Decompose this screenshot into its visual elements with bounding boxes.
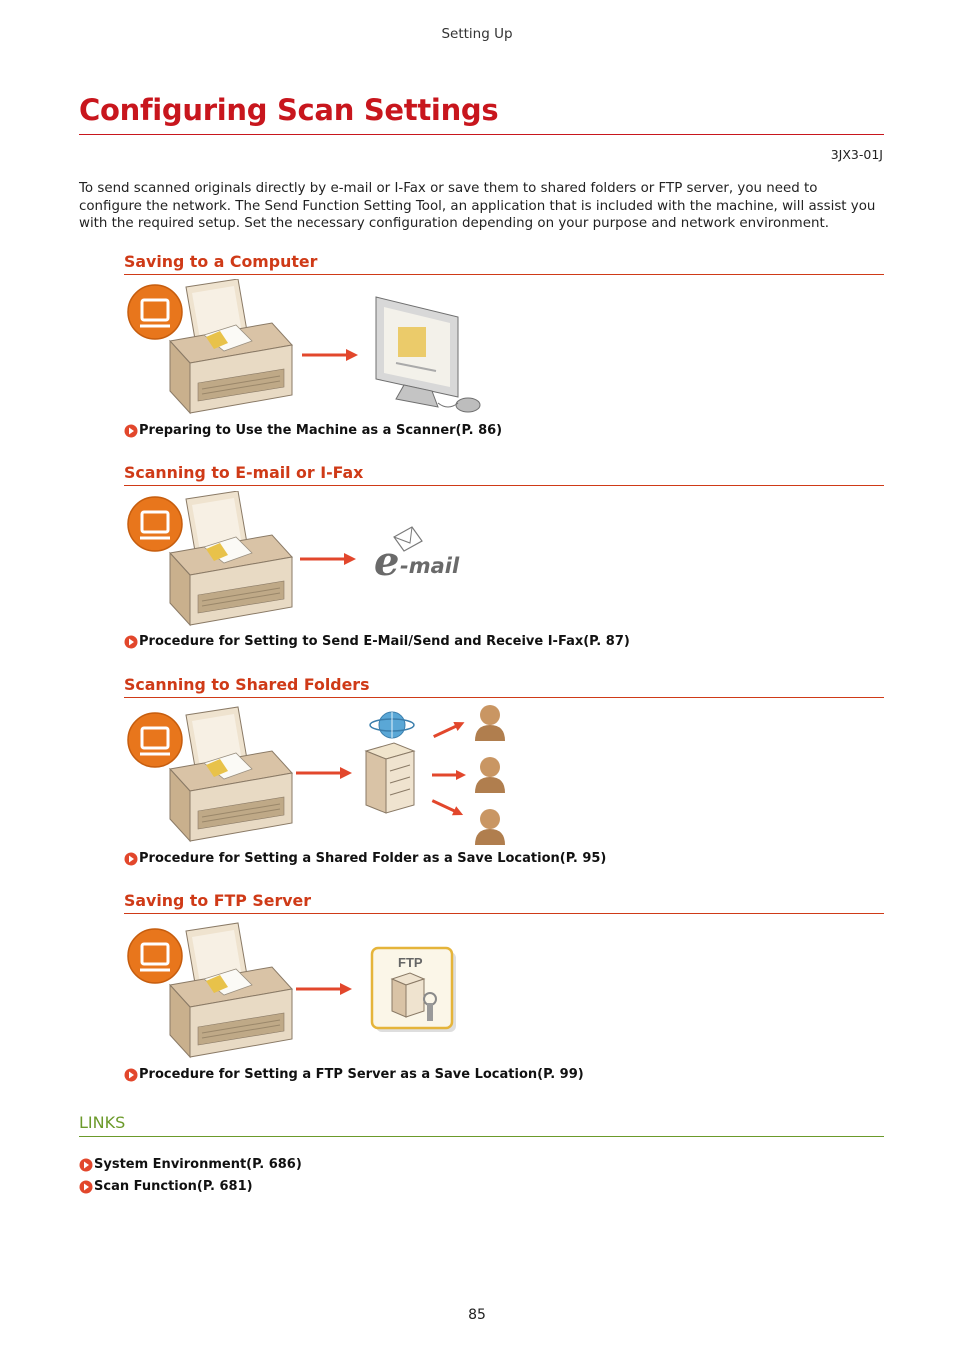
link-text[interactable]: Procedure for Setting a Shared Folder as… bbox=[139, 851, 607, 866]
computer-monitor-icon bbox=[375, 296, 481, 413]
scanner-icon bbox=[124, 705, 294, 843]
section-divider bbox=[124, 697, 884, 698]
link-email-ifax-setup[interactable]: Procedure for Setting to Send E-Mail/Sen… bbox=[124, 634, 630, 649]
arrow-up-icon bbox=[433, 721, 465, 738]
link-text[interactable]: Procedure for Setting to Send E-Mail/Sen… bbox=[139, 634, 630, 649]
section-scanning-to-email: Scanning to E-mail or I-Fax e -mail Proc… bbox=[124, 463, 884, 649]
scanner-icon bbox=[124, 491, 294, 627]
link-arrow-icon bbox=[124, 852, 138, 865]
link-text[interactable]: Preparing to Use the Machine as a Scanne… bbox=[139, 423, 503, 438]
links-divider bbox=[79, 1136, 884, 1137]
section-title: Saving to a Computer bbox=[124, 252, 318, 271]
links-heading: LINKS bbox=[79, 1113, 126, 1132]
title-divider bbox=[79, 134, 884, 135]
link-arrow-icon bbox=[79, 1158, 93, 1171]
arrow-icon bbox=[298, 551, 358, 567]
arrow-icon bbox=[294, 765, 354, 781]
section-shared-folders: Scanning to Shared Folders Procedure for… bbox=[124, 675, 884, 866]
section-title: Saving to FTP Server bbox=[124, 891, 312, 910]
email-logo-text: -mail bbox=[400, 554, 460, 578]
section-divider bbox=[124, 485, 884, 486]
page-number: 85 bbox=[468, 1307, 486, 1323]
scanner-icon bbox=[124, 921, 294, 1059]
network-globe-icon bbox=[369, 711, 415, 739]
link-arrow-icon bbox=[79, 1180, 93, 1193]
ftp-label: FTP bbox=[398, 955, 423, 970]
email-logo-icon: e -mail bbox=[374, 526, 460, 585]
arrow-icon bbox=[300, 347, 360, 363]
link-text[interactable]: System Environment(P. 686) bbox=[94, 1157, 302, 1172]
arrow-down-icon bbox=[431, 799, 464, 816]
user-icon bbox=[475, 705, 505, 741]
link-arrow-icon bbox=[124, 635, 138, 648]
document-id: 3JX3-01J bbox=[830, 147, 883, 162]
scan-to-email-illustration: e -mail bbox=[124, 491, 460, 627]
link-text[interactable]: Scan Function(P. 681) bbox=[94, 1179, 253, 1194]
section-divider bbox=[124, 274, 884, 275]
link-shared-folder-setup[interactable]: Procedure for Setting a Shared Folder as… bbox=[124, 851, 606, 866]
arrow-right-icon bbox=[432, 770, 466, 780]
link-preparing-scanner[interactable]: Preparing to Use the Machine as a Scanne… bbox=[124, 423, 502, 438]
section-ftp-server: Saving to FTP Server FTP Procedure for S… bbox=[124, 891, 884, 1082]
arrow-icon bbox=[294, 981, 354, 997]
section-divider bbox=[124, 913, 884, 914]
file-server-icon bbox=[364, 742, 416, 814]
link-arrow-icon bbox=[124, 1068, 138, 1081]
scan-to-shared-folder-illustration bbox=[124, 705, 505, 845]
scan-to-computer-illustration bbox=[124, 279, 481, 415]
link-system-environment[interactable]: System Environment(P. 686) bbox=[79, 1157, 302, 1172]
link-text[interactable]: Procedure for Setting a FTP Server as a … bbox=[139, 1067, 584, 1082]
page-title: Configuring Scan Settings bbox=[79, 93, 499, 127]
user-icon bbox=[475, 757, 505, 793]
running-header: Setting Up bbox=[441, 26, 513, 42]
link-arrow-icon bbox=[124, 424, 138, 437]
link-ftp-setup[interactable]: Procedure for Setting a FTP Server as a … bbox=[124, 1067, 584, 1082]
section-saving-to-computer: Saving to a Computer Preparing to Use th… bbox=[124, 252, 884, 438]
section-title: Scanning to Shared Folders bbox=[124, 675, 370, 694]
user-icon bbox=[475, 809, 505, 845]
link-scan-function[interactable]: Scan Function(P. 681) bbox=[79, 1179, 253, 1194]
email-logo-e: e bbox=[374, 538, 399, 585]
ftp-server-icon: FTP bbox=[370, 946, 456, 1032]
section-title: Scanning to E-mail or I-Fax bbox=[124, 463, 364, 482]
scanner-icon bbox=[124, 279, 294, 415]
scan-to-ftp-illustration: FTP bbox=[124, 921, 456, 1059]
intro-paragraph: To send scanned originals directly by e-… bbox=[79, 181, 876, 231]
